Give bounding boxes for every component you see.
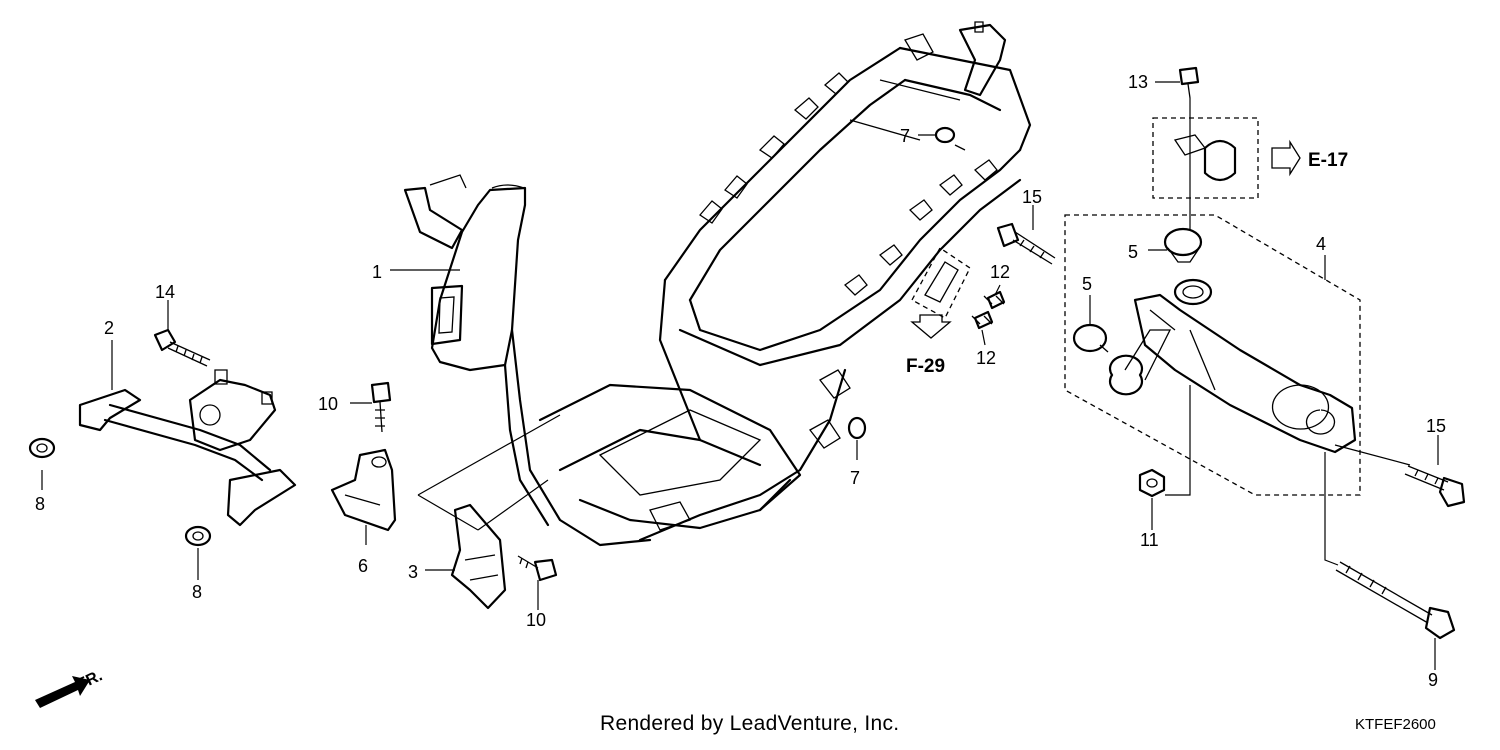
callout-12-lower: 12 bbox=[976, 348, 996, 368]
clip-12-upper bbox=[983, 290, 1006, 310]
nut-11 bbox=[1138, 468, 1166, 498]
front-arrow-icon bbox=[35, 676, 90, 708]
grommet-7-upper bbox=[934, 126, 966, 151]
clip-12-lower bbox=[971, 310, 994, 330]
front-direction-marker: FR. bbox=[35, 667, 105, 708]
callout-9: 9 bbox=[1428, 670, 1438, 690]
bushing-5-left bbox=[1072, 323, 1109, 353]
callout-labels: 1 2 3 4 5 5 6 7 7 8 8 9 10 10 11 12 12 1… bbox=[35, 72, 1446, 690]
callout-15-upper: 15 bbox=[1022, 187, 1042, 207]
bushing-5-upper bbox=[1163, 227, 1203, 263]
callout-8-lower: 8 bbox=[192, 582, 202, 602]
bolt-10-upper bbox=[370, 381, 392, 433]
f29-reference-box bbox=[910, 247, 971, 339]
engine-mount-assembly bbox=[1064, 214, 1361, 496]
bolt-14 bbox=[153, 328, 211, 367]
callout-12-upper: 12 bbox=[990, 262, 1010, 282]
frame-body bbox=[403, 21, 1032, 547]
callout-10-lower: 10 bbox=[526, 610, 546, 630]
callout-14: 14 bbox=[155, 282, 175, 302]
bolt-15-upper bbox=[996, 222, 1056, 265]
reference-f29: F-29 bbox=[906, 356, 945, 377]
bolt-9 bbox=[1335, 561, 1456, 640]
bracket-6 bbox=[330, 448, 397, 532]
bolt-10-lower bbox=[517, 555, 558, 582]
callout-11: 11 bbox=[1140, 530, 1159, 550]
engine-hanger-bracket bbox=[78, 369, 297, 527]
reference-e17: E-17 bbox=[1308, 150, 1348, 171]
callout-7-upper: 7 bbox=[900, 126, 910, 146]
diagram-code: KTFEF2600 bbox=[1355, 716, 1436, 733]
callout-1: 1 bbox=[372, 262, 382, 282]
callout-4: 4 bbox=[1316, 234, 1326, 254]
callout-15-lower: 15 bbox=[1426, 416, 1446, 436]
callout-5-left: 5 bbox=[1082, 274, 1092, 294]
callout-7-lower: 7 bbox=[850, 468, 860, 488]
callout-13: 13 bbox=[1128, 72, 1148, 92]
bolt-15-lower bbox=[1404, 465, 1466, 508]
callout-2: 2 bbox=[104, 318, 114, 338]
callout-3: 3 bbox=[408, 562, 418, 582]
credit-line: Rendered by LeadVenture, Inc. bbox=[600, 712, 900, 735]
leader-lines bbox=[41, 81, 1439, 670]
grommet-7-lower bbox=[847, 416, 867, 440]
e17-reference-box bbox=[1152, 117, 1301, 199]
callout-10-upper: 10 bbox=[318, 394, 338, 414]
nut-8-lower bbox=[184, 525, 212, 547]
bolt-13 bbox=[1178, 66, 1200, 99]
bracket-3 bbox=[450, 503, 507, 610]
nut-8-upper bbox=[28, 437, 56, 459]
front-marker-label: FR. bbox=[75, 667, 106, 693]
callout-6: 6 bbox=[358, 556, 368, 576]
callout-5-upper: 5 bbox=[1128, 242, 1138, 262]
callout-8-left: 8 bbox=[35, 494, 45, 514]
